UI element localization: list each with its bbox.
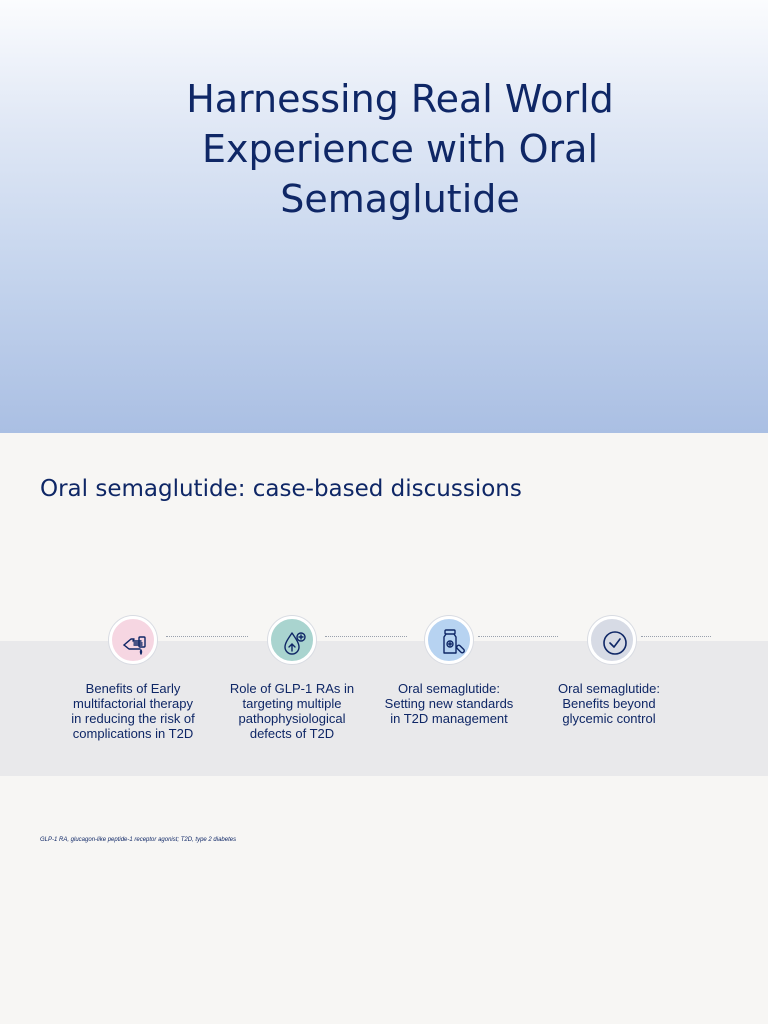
hero-banner: Harnessing Real World Experience with Or… [0, 0, 768, 433]
check-circle-icon [588, 616, 636, 664]
footnote: GLP-1 RA, glucagon-like peptide-1 recept… [40, 837, 237, 843]
section-title: Oral semaglutide: case-based discussions [40, 476, 522, 502]
step-label: Benefits of Early multifactorial therapy… [71, 681, 195, 741]
step-label: Role of GLP-1 RAs in targeting multiple … [229, 681, 355, 741]
connector-line [478, 636, 558, 637]
step-label: Oral semaglutide: Setting new standards … [384, 681, 514, 726]
step-label: Oral semaglutide: Benefits beyond glycem… [558, 681, 660, 726]
droplet-plus-icon [268, 616, 316, 664]
hero-title: Harnessing Real World Experience with Or… [186, 77, 614, 221]
connector-line [166, 636, 248, 637]
hand-drop-icon [109, 616, 157, 664]
connector-line [641, 636, 711, 637]
connector-line [325, 636, 407, 637]
pill-bottle-icon [425, 616, 473, 664]
